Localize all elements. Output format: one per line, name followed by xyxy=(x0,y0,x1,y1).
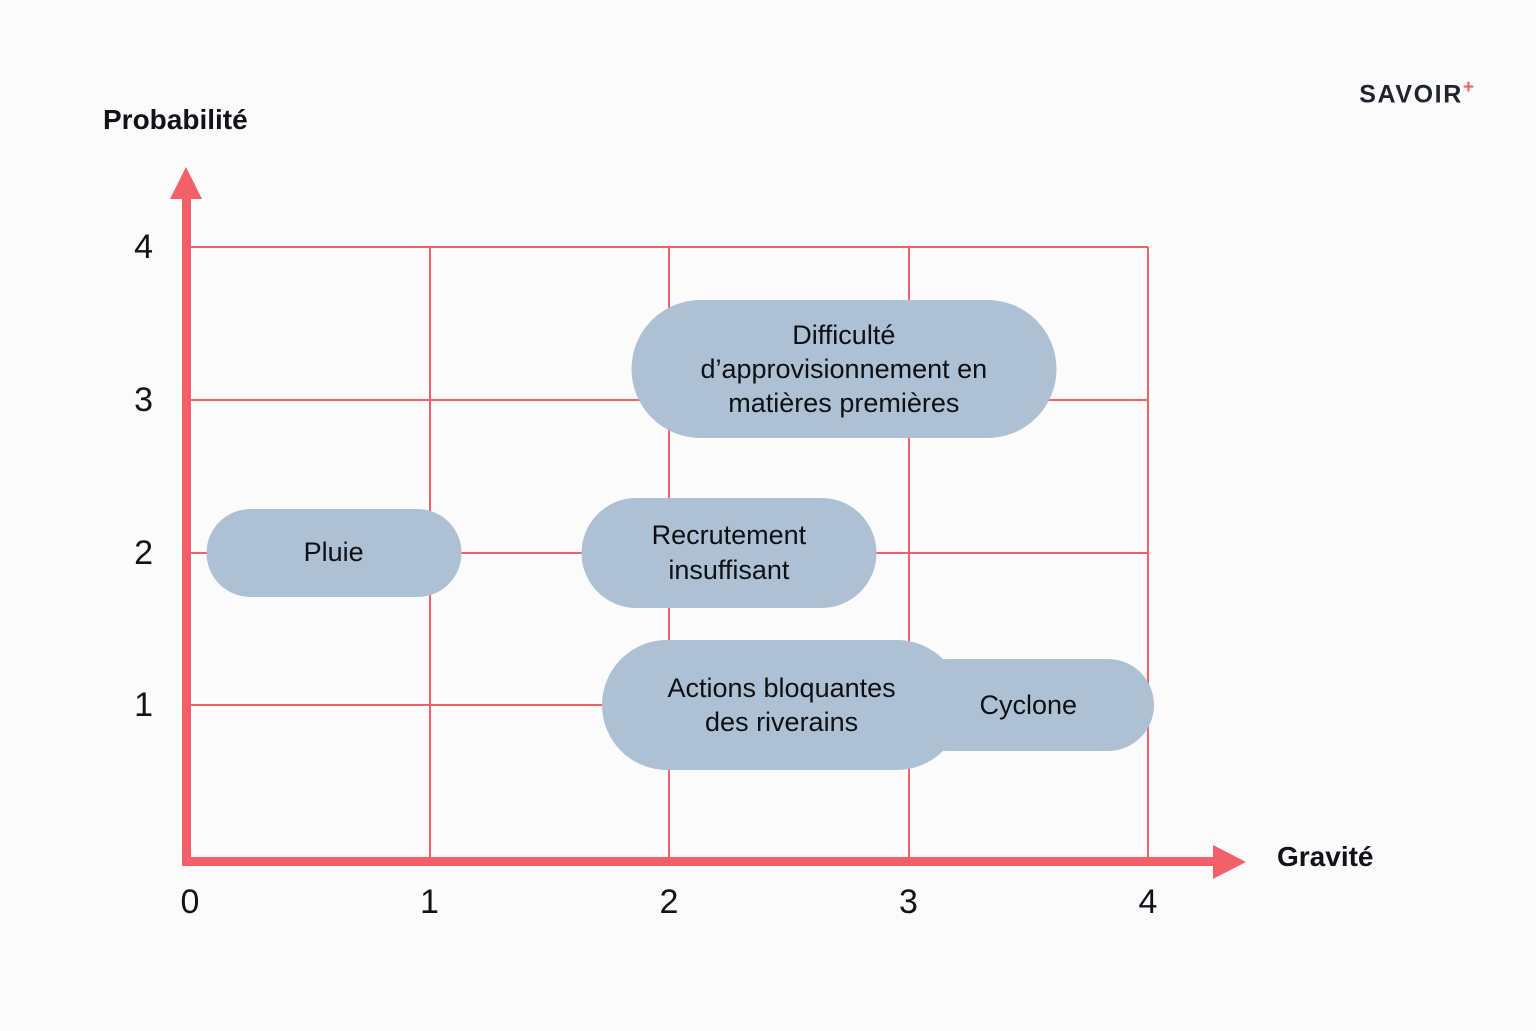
x-tick-label: 2 xyxy=(659,883,679,921)
x-tick-label: 3 xyxy=(899,883,918,921)
y-axis-line xyxy=(182,196,191,866)
risk-pill[interactable]: Recrutement insuffisant xyxy=(581,497,877,608)
x-axis-title: Gravité xyxy=(1277,841,1374,872)
gridline-vertical xyxy=(1147,247,1149,858)
x-tick-label: 0 xyxy=(180,883,200,921)
logo-text: SAVOIR xyxy=(1359,80,1463,109)
risk-pill[interactable]: Difficulté d’approvisionnement en matièr… xyxy=(631,300,1057,439)
y-tick-label: 3 xyxy=(134,380,153,419)
risk-pill[interactable]: Pluie xyxy=(206,508,462,597)
logo-plus-icon: + xyxy=(1462,77,1474,98)
y-tick-label: 1 xyxy=(134,686,153,725)
risk-pill[interactable]: Actions bloquantes des riverains xyxy=(601,640,962,771)
risk-pill[interactable]: Cyclone xyxy=(902,659,1155,752)
savoir-logo: SAVOIR+ xyxy=(1359,78,1474,107)
x-tick-label: 4 xyxy=(1138,883,1158,921)
y-tick-label: 4 xyxy=(134,228,153,266)
x-axis-line xyxy=(182,857,1217,866)
y-tick-label: 2 xyxy=(134,533,153,572)
y-axis-arrow-icon xyxy=(170,167,202,199)
x-axis-arrow-icon xyxy=(1213,845,1246,879)
y-axis-title: Probabilité xyxy=(103,104,248,135)
gridline-vertical xyxy=(907,247,910,858)
x-tick-label: 1 xyxy=(420,883,439,921)
